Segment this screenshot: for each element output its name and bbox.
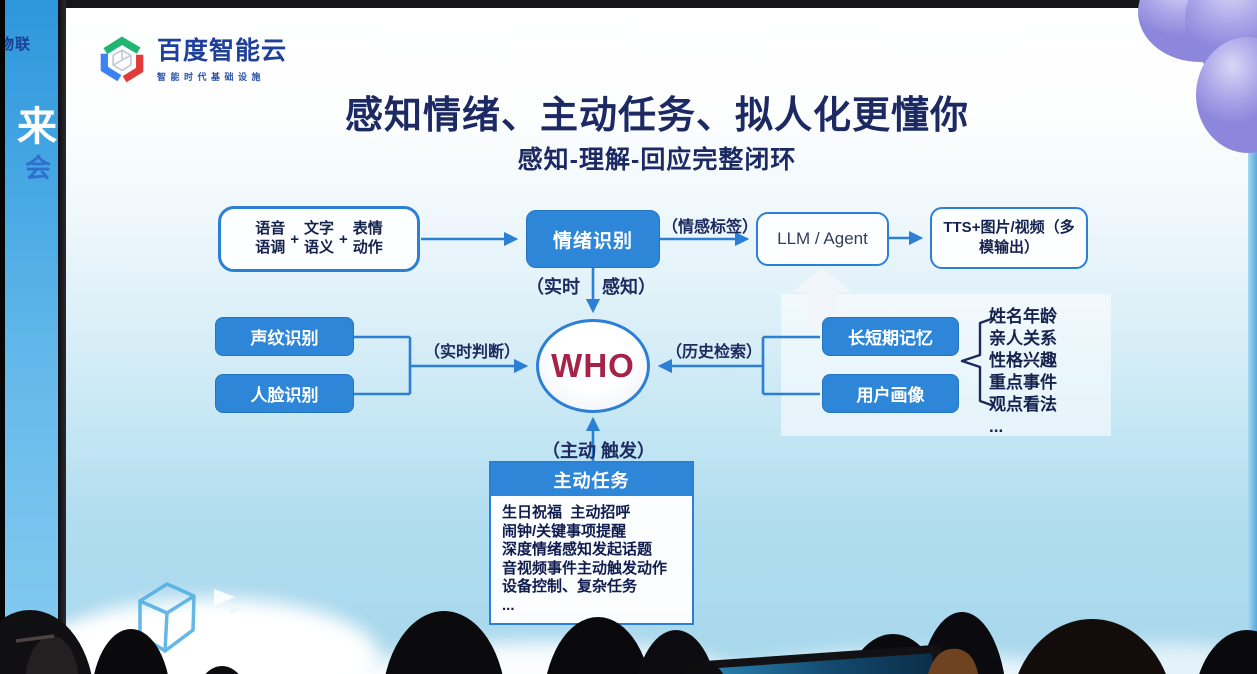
task-item: 设备控制、复杂任务 — [502, 578, 638, 595]
label-perceive: 感知） — [602, 277, 656, 297]
task-list: 生日祝福 主动招呼 闹钟/关键事项提醒 深度情绪感知发起话题 音视频事件主动触发… — [491, 496, 692, 623]
node-proactive-tasks: 主动任务 生日祝福 主动招呼 闹钟/关键事项提醒 深度情绪感知发起话题 音视频事… — [489, 461, 694, 625]
plus-sign: + — [339, 230, 348, 248]
left-edge — [0, 0, 5, 674]
label-history-retrieval: （历史检索） — [666, 344, 763, 361]
input-semantics: 语义 — [303, 239, 334, 256]
slide-subtitle: 感知-理解-回应完整闭环 — [517, 146, 797, 174]
logo: 百度智能云 智能时代基础设施 — [96, 34, 287, 86]
room-dark-band — [66, 0, 1248, 8]
label-emotion-tag: （情感标签） — [662, 219, 759, 236]
task-item: 闹钟/关键事项提醒 — [502, 522, 627, 540]
label-trigger: 触发） — [601, 441, 655, 461]
node-emotion-recognition: 情绪识别 — [526, 210, 660, 268]
logo-brand-text: 百度智能云 — [157, 37, 288, 65]
node-llm-agent: LLM / Agent — [756, 212, 889, 266]
profile-item: 观点看法 — [989, 395, 1057, 414]
task-item: 生日祝福 主动招呼 — [502, 504, 631, 521]
profile-item: 性格兴趣 — [989, 351, 1057, 370]
side-screen: 物联 来 会 — [5, 0, 58, 674]
node-voiceprint: 声纹识别 — [215, 317, 354, 356]
node-memory: 长短期记忆 — [822, 317, 959, 356]
slide-title: 感知情绪、主动任务、拟人化更懂你 — [344, 95, 969, 137]
side-screen-text: 来 — [17, 105, 57, 149]
memory-panel — [781, 294, 1111, 436]
profile-item: 亲人关系 — [989, 329, 1057, 348]
task-item: 深度情绪感知发起话题 — [502, 541, 653, 558]
side-screen-text: 物联 — [5, 36, 32, 53]
node-who: WHO — [536, 319, 650, 413]
label-realtime-judge: （实时判断） — [424, 344, 521, 361]
input-text: 文字 — [303, 220, 334, 238]
profile-item: ... — [989, 417, 1004, 436]
input-voice: 语音 — [255, 220, 286, 238]
task-header: 主动任务 — [491, 463, 692, 496]
right-edge-screen — [1248, 0, 1257, 674]
profile-item: 重点事件 — [989, 373, 1057, 392]
profile-attributes: 姓名年龄 亲人关系 性格兴趣 重点事件 观点看法 ... — [989, 306, 1057, 438]
node-face-recognition: 人脸识别 — [215, 374, 354, 413]
task-item: ... — [502, 596, 515, 614]
label-realtime: （实时 — [526, 277, 580, 297]
node-user-profile: 用户画像 — [822, 374, 959, 413]
baidu-cloud-logo-icon — [100, 36, 144, 83]
profile-item: 姓名年龄 — [989, 307, 1057, 326]
input-expression: 表情 — [352, 220, 383, 238]
side-screen-text: 会 — [25, 153, 52, 183]
label-proactive: （主动 — [542, 441, 596, 461]
node-tts-output: TTS+图片/视频（多模输出） — [930, 207, 1088, 269]
plus-sign: + — [290, 230, 299, 248]
screen-bezel — [58, 0, 66, 674]
input-tone: 语调 — [255, 239, 286, 256]
input-action: 动作 — [352, 239, 383, 256]
task-item: 音视频事件主动触发动作 — [502, 559, 668, 577]
node-inputs: 语音 语调 + 文字 语义 + 表情 动作 — [218, 206, 420, 272]
logo-tagline: 智能时代基础设施 — [157, 71, 266, 82]
